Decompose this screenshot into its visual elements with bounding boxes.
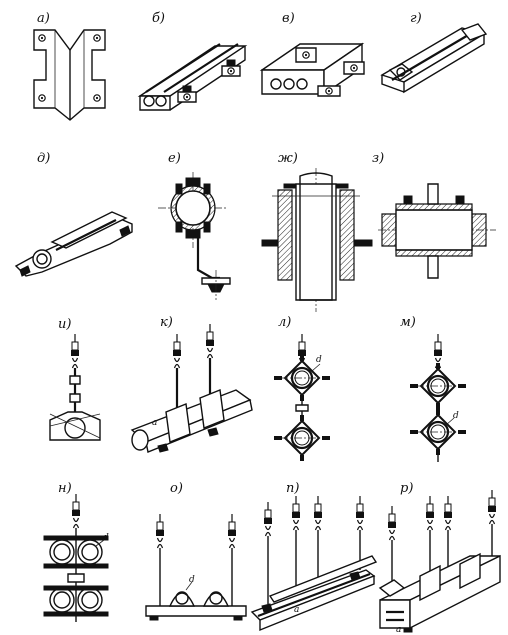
- duct-g-drawing: [380, 23, 488, 94]
- hanger-n-drawing: d: [43, 493, 109, 622]
- sleeve-zh-drawing: [261, 168, 373, 312]
- panel-label-g: г): [410, 11, 422, 26]
- tray-b-drawing: [137, 43, 248, 111]
- clamp-e-drawing: [158, 172, 231, 300]
- panel-label-z: з): [372, 151, 384, 166]
- dimension-label-l: d: [316, 355, 322, 365]
- sleeve-z-drawing: [378, 183, 496, 279]
- panel-label-i: и): [58, 317, 71, 332]
- panel-label-o: о): [170, 481, 183, 496]
- hanger-i-drawing: [49, 333, 101, 441]
- hanger-k-drawing: а: [130, 323, 253, 453]
- panel-label-p: п): [286, 481, 299, 496]
- bracket-a-drawing: [33, 29, 106, 121]
- dimension-label-p: а: [294, 605, 299, 615]
- panel-label-k: к): [160, 315, 173, 330]
- dimension-label-o: d: [189, 575, 195, 585]
- panel-label-v: в): [282, 11, 295, 26]
- hanger-r-drawing: а: [378, 489, 501, 635]
- box-v-drawing: [259, 42, 365, 97]
- hanger-m-drawing: d: [408, 333, 468, 462]
- panel-label-zh: ж): [278, 151, 298, 166]
- panel-label-r: р): [400, 481, 413, 496]
- panel-label-a: а): [37, 11, 50, 26]
- support-d-drawing: [14, 211, 133, 277]
- hanger-l-drawing: d: [272, 333, 332, 463]
- hanger-p-drawing: а: [250, 495, 378, 632]
- dimension-label-m: d: [453, 411, 459, 421]
- panel-label-l: л): [278, 315, 291, 330]
- dimension-label-k: а: [152, 418, 157, 428]
- hanger-o-drawing: d: [145, 513, 247, 621]
- dimension-label-r: а: [396, 625, 401, 635]
- dimension-label-n: d: [103, 533, 109, 543]
- panel-label-e: е): [168, 151, 181, 166]
- panel-label-b: б): [152, 11, 165, 26]
- panel-label-m: м): [400, 315, 416, 330]
- panel-label-n: н): [58, 481, 72, 496]
- panel-label-d: д): [37, 151, 50, 166]
